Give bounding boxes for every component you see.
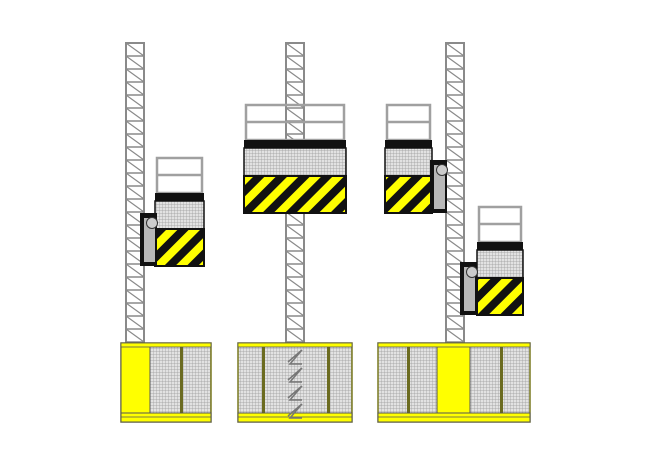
mast-brace [125,185,145,200]
door-post [180,343,183,413]
mast-brace [285,55,305,70]
top-beam [120,342,212,348]
mast-brace [445,159,465,174]
top-beam [377,342,531,348]
mast-brace [285,224,305,239]
mast-brace [125,94,145,109]
drive-motor [436,164,448,176]
mast-brace [285,276,305,291]
car-mesh-panel [384,147,433,177]
mast-ladder [287,349,303,419]
mast-hoist-right [445,42,465,344]
mast-brace [445,107,465,122]
yellow-panel [120,342,151,414]
mast-brace [445,120,465,135]
mast-brace [125,55,145,70]
mast-brace [445,68,465,83]
mast-brace [445,315,465,330]
mast-brace [285,81,305,96]
mast-brace [125,159,145,174]
mast-brace [125,68,145,83]
mast-brace [445,146,465,161]
mast-brace [125,302,145,317]
mast-brace [445,55,465,70]
mast-brace [125,328,145,343]
mast-brace [285,263,305,278]
mast-hoist-left [125,42,145,344]
mast-brace [125,120,145,135]
mast-brace [285,237,305,252]
mast-brace [445,250,465,265]
mast-brace [125,172,145,187]
mast-brace [445,42,465,57]
base-enclosure-left [120,342,212,423]
drive-unit [460,262,478,315]
mast-brace [285,328,305,343]
hazard-stripe-panel [154,228,205,267]
door-post [262,343,265,413]
door-post [407,343,410,413]
car-roof [244,140,346,148]
car-mesh-panel [154,200,205,230]
mast-brace [125,133,145,148]
mast-brace [125,81,145,96]
mast-brace [125,146,145,161]
car-roof [385,140,432,148]
door-post [327,343,330,413]
mast-brace [285,42,305,57]
mast-brace [125,198,145,213]
drive-motor [466,266,478,278]
drive-motor [146,217,158,229]
top-beam [237,342,353,348]
car-roof [477,242,523,250]
hazard-stripe-panel [476,277,524,316]
mast-brace [285,211,305,226]
mast-brace [445,237,465,252]
base-sill [120,412,212,423]
mast-brace [445,328,465,343]
mast-brace [445,224,465,239]
mast-brace [285,289,305,304]
mast-brace [445,211,465,226]
mast-brace [125,289,145,304]
mast-brace [285,107,305,122]
mast-brace [445,172,465,187]
mast-brace [285,68,305,83]
mast-brace [285,315,305,330]
mast-brace [125,107,145,122]
door-post [500,343,503,413]
mast-brace [125,276,145,291]
car-right-lower [460,205,524,316]
mast-brace [285,250,305,265]
mast-brace [125,42,145,57]
hazard-stripe-panel [243,175,347,214]
mast-brace [445,198,465,213]
car-left [140,156,205,267]
base-enclosure-right [377,342,531,423]
car-roof [155,193,204,201]
drive-unit [430,160,448,213]
drive-unit [140,213,158,266]
mast-brace [125,263,145,278]
car-mesh-panel [243,147,347,177]
mast-brace [445,185,465,200]
mast-brace [445,133,465,148]
car-center [243,103,347,214]
car-mesh-panel [476,249,524,279]
car-right-upper [384,103,448,214]
yellow-panel [436,342,471,414]
mast-brace [285,302,305,317]
base-sill [377,412,531,423]
mast-brace [445,81,465,96]
hazard-stripe-panel [384,175,433,214]
mast-brace [445,94,465,109]
mast-brace [125,315,145,330]
